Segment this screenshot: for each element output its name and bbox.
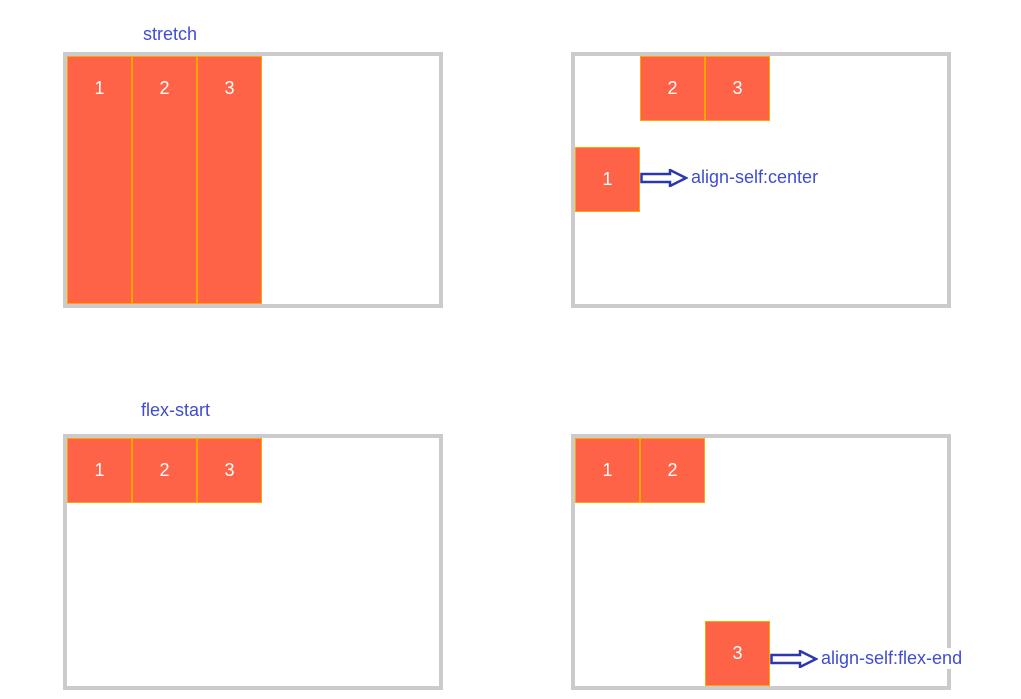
annotation-align-self-center: align-self:center bbox=[640, 167, 820, 188]
annotation-align-self-flex-end: align-self:flex-end bbox=[770, 648, 964, 669]
flex-item-3: 3 bbox=[705, 56, 770, 121]
flex-item-2: 2 bbox=[132, 56, 197, 304]
flex-container-stretch: 1 2 3 bbox=[63, 52, 443, 308]
panel-label-flex-start: flex-start bbox=[141, 400, 211, 420]
flex-item-1: 1 bbox=[67, 56, 132, 304]
right-arrow-icon bbox=[770, 649, 818, 668]
panel-label-stretch: stretch bbox=[143, 24, 198, 44]
flex-item-3: 3 bbox=[705, 621, 770, 686]
flex-item-2: 2 bbox=[640, 438, 705, 503]
flex-item-2: 2 bbox=[132, 438, 197, 503]
flex-container-align-self-center: 1 2 3 bbox=[571, 52, 951, 308]
flex-container-align-self-flex-end: 1 2 3 bbox=[571, 434, 951, 690]
right-arrow-icon bbox=[640, 168, 688, 187]
flex-item-1: 1 bbox=[575, 147, 640, 212]
flex-container-flex-start: 1 2 3 bbox=[63, 434, 443, 690]
flex-item-1: 1 bbox=[575, 438, 640, 503]
annotation-label: align-self:center bbox=[690, 167, 820, 188]
flex-item-3: 3 bbox=[197, 56, 262, 304]
flex-item-1: 1 bbox=[67, 438, 132, 503]
flex-item-3: 3 bbox=[197, 438, 262, 503]
flex-item-2: 2 bbox=[640, 56, 705, 121]
annotation-label: align-self:flex-end bbox=[820, 648, 964, 669]
